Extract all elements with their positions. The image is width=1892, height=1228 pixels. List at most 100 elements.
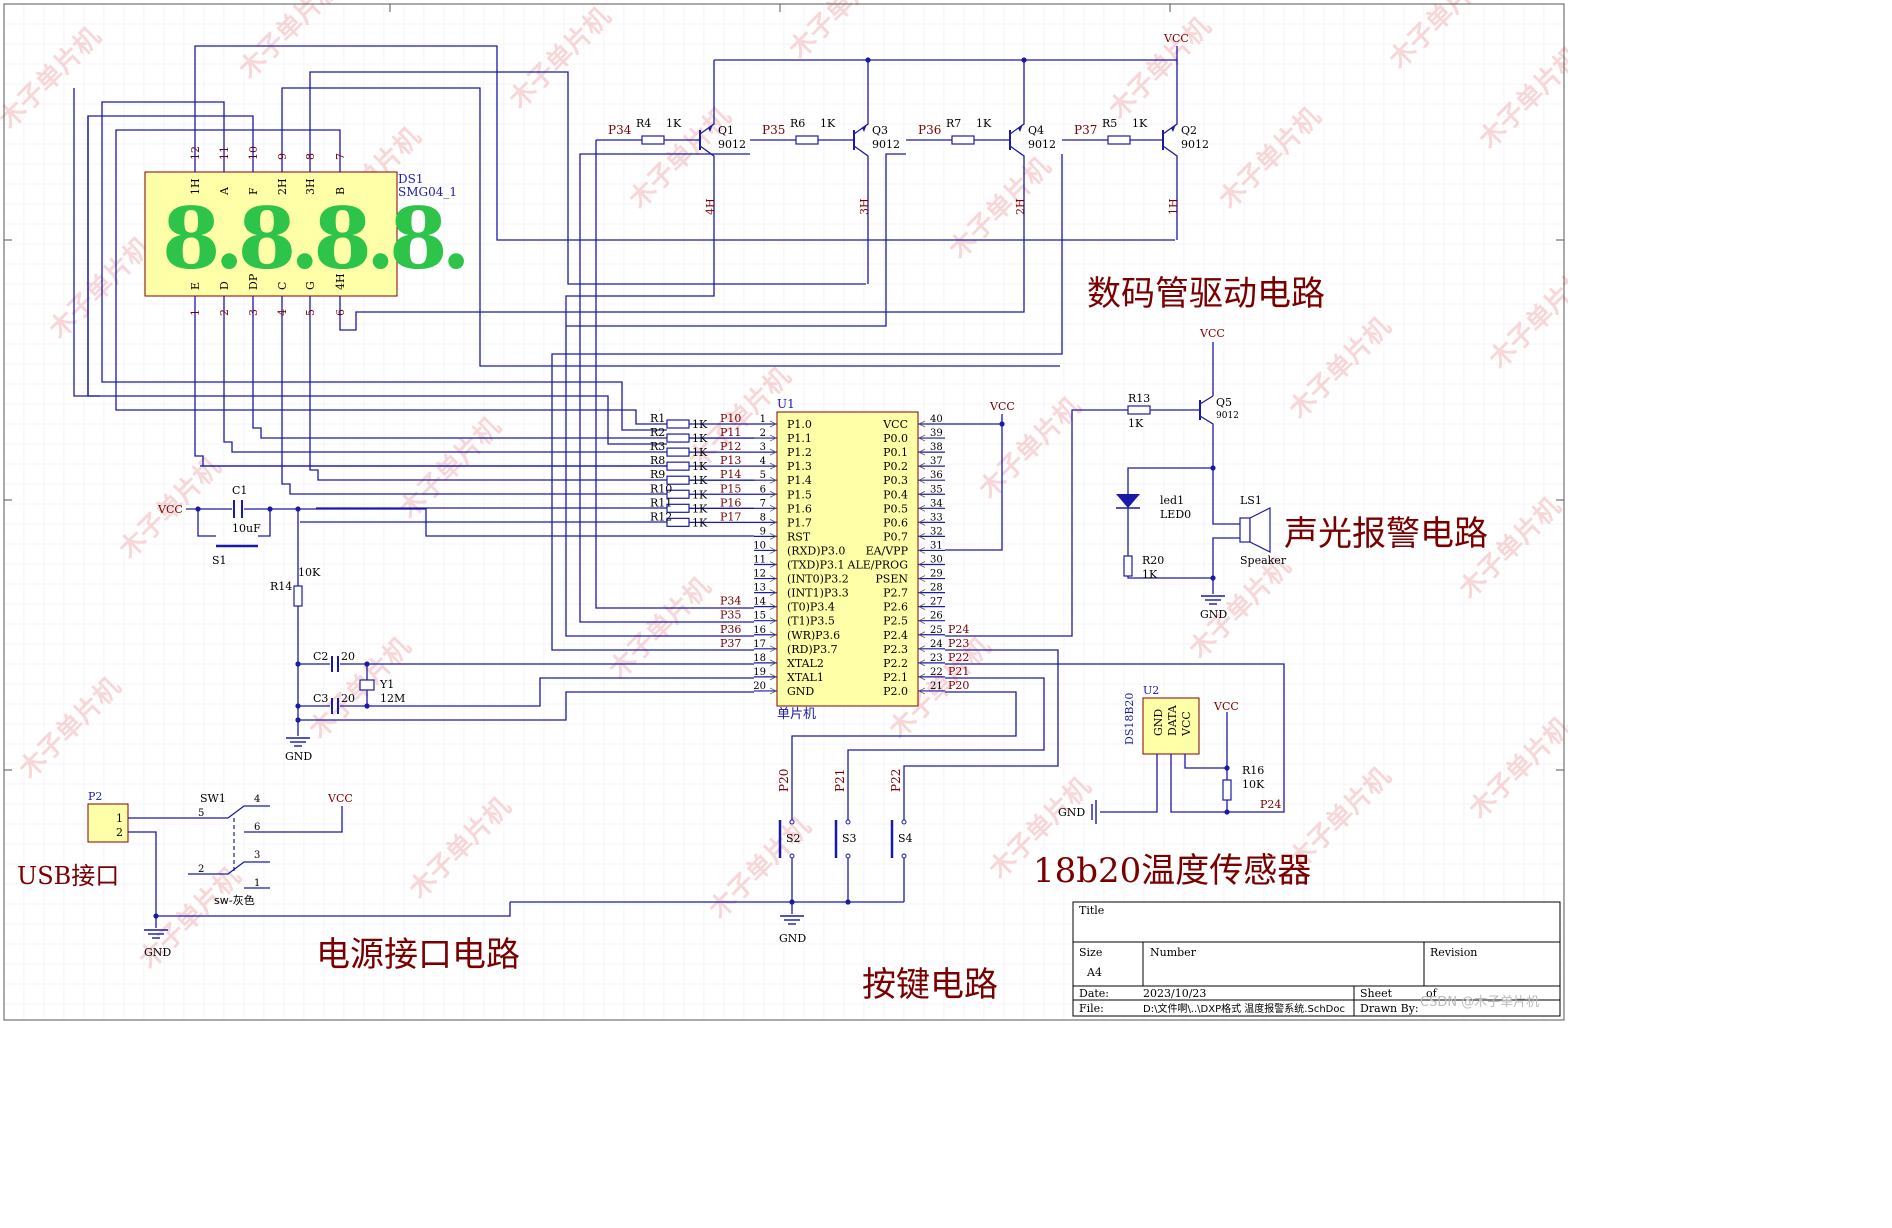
junction-dot	[267, 506, 273, 512]
u1-left-pin-num: 17	[753, 639, 766, 650]
junction-dot	[1224, 765, 1230, 771]
u1-left-net: P36	[720, 623, 741, 636]
u1-pin-arrow	[769, 533, 777, 540]
u1-right-pin-name: PSEN	[875, 573, 908, 586]
usb-wire	[156, 902, 511, 917]
alarm-wire	[1212, 537, 1240, 594]
u1-pin-arrow	[769, 631, 777, 639]
junction-dot	[789, 899, 795, 905]
r14-resistor	[293, 585, 303, 607]
segment-resistor-val: 1K	[692, 460, 708, 473]
gnd-label: GND	[1058, 806, 1085, 819]
segment-resistor-ref: R2	[650, 426, 665, 439]
watermark-text: 木子单片机	[783, 0, 897, 66]
segment-resistor-val: 1K	[692, 432, 708, 445]
u1-body	[776, 411, 919, 707]
transistor-emitter	[853, 60, 869, 135]
ds1-body	[144, 171, 398, 297]
title-block-frame	[1072, 901, 1561, 1017]
c2-val: 20	[341, 650, 355, 663]
junction-dot	[1021, 57, 1027, 63]
r16-resistor	[1222, 779, 1232, 801]
r16-ref: R16	[1242, 764, 1264, 777]
gnd-label: GND	[144, 946, 171, 959]
u1-left-pin-name: P1.3	[787, 460, 812, 473]
display-bottom-wire	[281, 322, 667, 495]
y1-val: 12M	[380, 692, 405, 705]
sheet-border	[3, 3, 1565, 1021]
watermark-text: 木子单片机	[1213, 102, 1327, 216]
transistor-collector	[1162, 145, 1178, 172]
vcc-label: VCC	[1163, 32, 1189, 45]
u1-pin-arrow	[918, 476, 926, 484]
u1-right-pin-num: 27	[930, 597, 943, 608]
tb-of-label: of	[1426, 987, 1438, 1000]
key-contact	[789, 853, 795, 859]
driver-net: P35	[762, 123, 785, 137]
gnd-wire	[298, 691, 754, 721]
watermark-text: 木子单片机	[0, 22, 107, 136]
display-top-wire	[115, 129, 667, 425]
y1-ref: Y1	[379, 678, 394, 691]
segment-resistor	[666, 461, 690, 471]
u1-left-net: P12	[720, 440, 741, 453]
p2-ref: P2	[88, 790, 102, 803]
u1-right-pin-num: 36	[930, 470, 943, 481]
vcc-label: VCC	[989, 400, 1015, 413]
transistor-collector	[853, 145, 869, 172]
driver-q-type: 9012	[718, 138, 746, 151]
transistor-collector	[699, 145, 715, 172]
c3-ref: C3	[313, 692, 328, 705]
sw1-ref: SW1	[200, 792, 226, 805]
ds1-top-pin-name: A	[218, 186, 231, 196]
u1-left-pin-name: RST	[787, 530, 811, 543]
driver-res-ref: R4	[636, 117, 651, 130]
segment-resistor-ref: R1	[650, 412, 665, 425]
u1-left-net: P35	[720, 609, 741, 622]
u1-left-pin-num: 5	[760, 470, 766, 481]
u1-pin-arrow	[918, 673, 926, 681]
sensor-wire	[1184, 712, 1228, 769]
display-bottom-wire	[252, 322, 667, 439]
key-ref: S3	[842, 832, 857, 845]
ds1-top-pin-num: 12	[189, 146, 202, 160]
ds1-bottom-pin-num: 5	[304, 309, 317, 316]
u1-pin-arrow	[918, 462, 926, 470]
led1-ref: led1	[1160, 494, 1184, 507]
u1-right-pin-name: P0.0	[883, 432, 908, 445]
ds1-top-pin-name: B	[334, 187, 347, 195]
u1-left-pin-name: P1.5	[787, 488, 812, 501]
u1-pin-arrow	[918, 575, 926, 582]
driver-res-ref: R6	[790, 117, 805, 130]
u2-pin-gnd: GND	[1152, 709, 1165, 736]
u1-pin-arrow	[769, 518, 777, 526]
junction-dot	[1210, 465, 1216, 471]
heading-keys: 按键电路	[862, 965, 998, 1005]
u1-right-pin-name: P2.7	[883, 587, 908, 600]
u1-right-net: P22	[948, 651, 969, 664]
driver-res-val: 1K	[820, 117, 836, 130]
u1-pin-arrow	[769, 645, 777, 653]
u1-pin-arrow	[918, 547, 926, 554]
heading-display: 数码管驱动电路	[1087, 274, 1325, 314]
ls1-ref: LS1	[1240, 494, 1262, 507]
segment-resistor	[666, 489, 690, 499]
u1-right-pin-name: P0.4	[883, 488, 908, 501]
u1-pin-arrow	[769, 603, 777, 611]
tb-drawn-label: Drawn By:	[1360, 1002, 1419, 1015]
u1-pin-arrow	[918, 617, 926, 625]
led1-diode	[1116, 494, 1140, 508]
u1-left-pin-num: 9	[760, 526, 766, 537]
watermark-text: 木子单片机	[943, 152, 1057, 266]
u1-left-pin-name: (T0)P3.4	[787, 601, 835, 614]
driver-resistor	[795, 135, 819, 145]
transistor-emitter	[1162, 60, 1178, 135]
driver-q-ref: Q4	[1028, 124, 1044, 137]
u1-right-pin-num: 26	[930, 611, 943, 622]
segment-resistor	[666, 447, 690, 457]
junction-dot	[845, 899, 851, 905]
junction-dot	[364, 661, 370, 667]
segment-resistor-val: 1K	[692, 516, 708, 529]
